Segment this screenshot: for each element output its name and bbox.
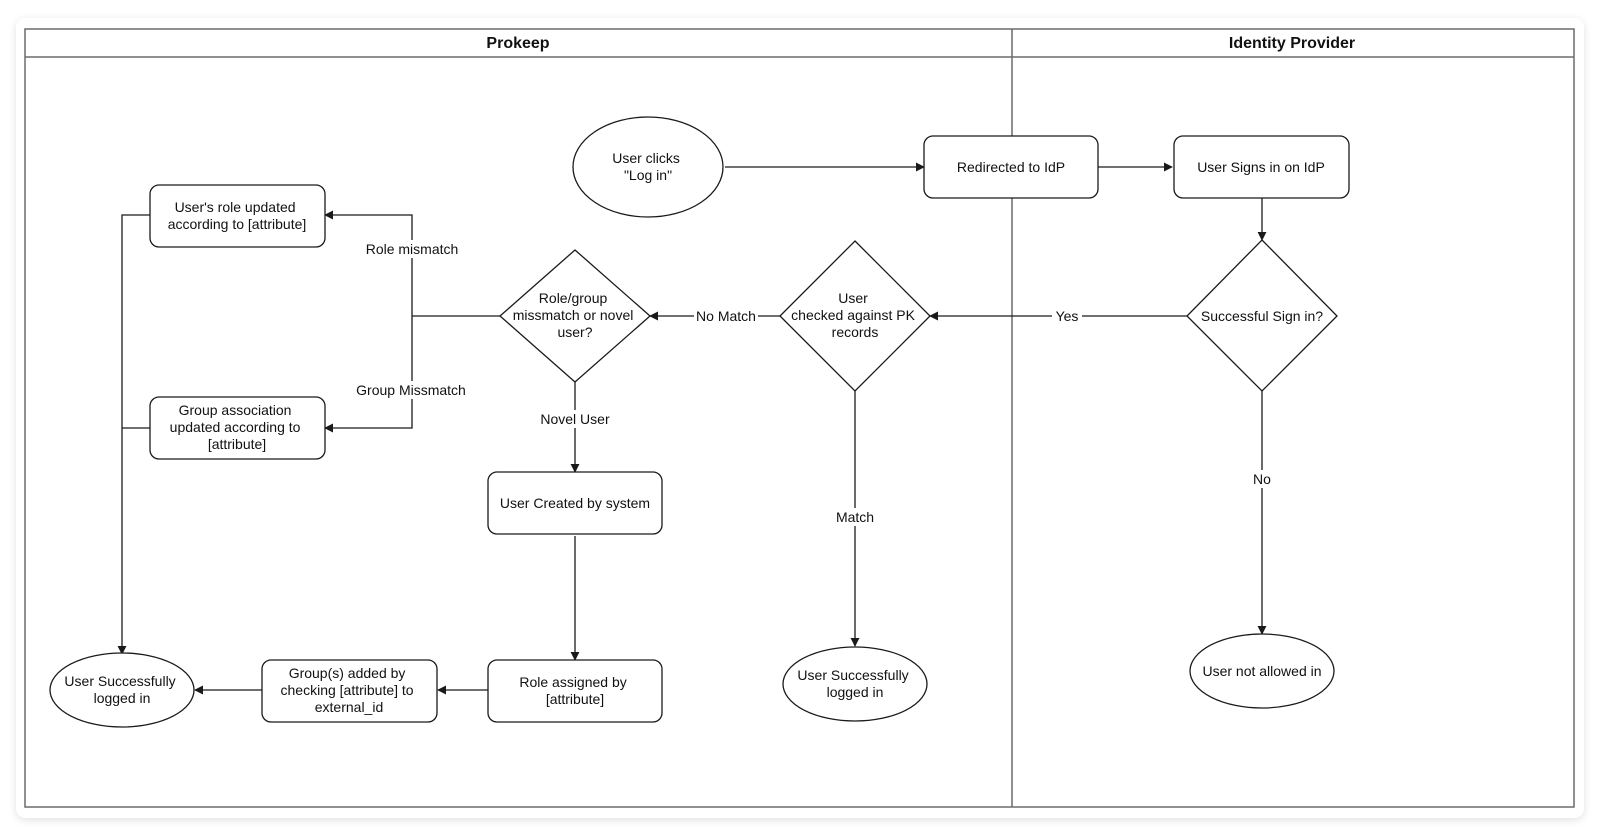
lane-title-prokeep: Prokeep	[486, 35, 549, 52]
node-groups-added: Group(s) added by checking [attribute] t…	[261, 659, 438, 723]
edge-label-novel-user: Novel User	[540, 411, 610, 427]
node-user-not-allowed-in: User not allowed in	[1189, 633, 1335, 709]
svg-text:Successful Sign in?: Successful Sign in?	[1201, 308, 1323, 324]
node-user-successfully-logged-in-left: User Successfully logged in	[49, 652, 195, 728]
node-user-successfully-logged-in-middle: User Successfully logged in	[782, 646, 928, 722]
node-user-checked-against-records-decision: User checked against PK records	[779, 240, 931, 392]
svg-text:User Successfully logg: User Successfully logged in	[797, 667, 912, 700]
svg-text:Redirected to IdP: Redirected to IdP	[957, 159, 1065, 175]
edge-role-updated-to-login	[117, 214, 150, 655]
edge-label-match: Match	[836, 509, 874, 525]
edge-label-yes: Yes	[1056, 308, 1079, 324]
svg-text:User's role updated ac: User's role updated according to [attrib…	[168, 199, 307, 232]
svg-text:Role/group missmatch o: Role/group missmatch or novel user?	[513, 290, 637, 340]
node-role-assigned: Role assigned by [attribute]	[487, 659, 663, 723]
edge-label-group-mismatch: Group Missmatch	[356, 382, 466, 398]
svg-text:Role assigned by [attr: Role assigned by [attribute]	[519, 674, 630, 707]
svg-text:User not allowed in: User not allowed in	[1202, 663, 1321, 679]
edge-labels: Yes No Match No Match Novel User Role mi…	[355, 240, 1273, 526]
node-user-created-by-system: User Created by system	[487, 471, 663, 535]
svg-text:User Successfully logg: User Successfully logged in	[64, 673, 179, 706]
svg-text:User Created by system: User Created by system	[500, 495, 650, 511]
svg-text:Group(s) added by chec: Group(s) added by checking [attribute] t…	[281, 665, 418, 715]
edge-role-mismatch	[325, 215, 500, 317]
node-redirected-to-idp: Redirected to IdP	[923, 135, 1099, 199]
node-user-clicks-log-in: User clicks "Log in"	[572, 116, 724, 218]
svg-text:Group association upda: Group association updated according to […	[170, 402, 305, 452]
node-group-association-updated: Group association updated according to […	[149, 396, 326, 460]
svg-text:User clicks "Log in": User clicks "Log in"	[612, 150, 684, 183]
svg-text:User Signs in on IdP: User Signs in on IdP	[1197, 159, 1325, 175]
diagram-card	[16, 18, 1584, 818]
nodes: User clicks "Log in" Redirected to IdP U…	[49, 116, 1350, 728]
node-successful-sign-in-decision: Successful Sign in?	[1186, 239, 1338, 392]
node-user-signs-in-on-idp: User Signs in on IdP	[1173, 135, 1350, 199]
edge-label-no: No	[1253, 471, 1271, 487]
edge-group-mismatch	[324, 316, 413, 433]
edge-label-role-mismatch: Role mismatch	[366, 241, 459, 257]
edge-label-no-match: No Match	[696, 308, 756, 324]
node-role-updated: User's role updated according to [attrib…	[149, 184, 326, 248]
node-role-group-mismatch-decision: Role/group missmatch or novel user?	[499, 249, 651, 383]
svg-text:User checked against P: User checked against PK records	[791, 290, 919, 340]
lane-title-identity-provider: Identity Provider	[1229, 35, 1355, 52]
